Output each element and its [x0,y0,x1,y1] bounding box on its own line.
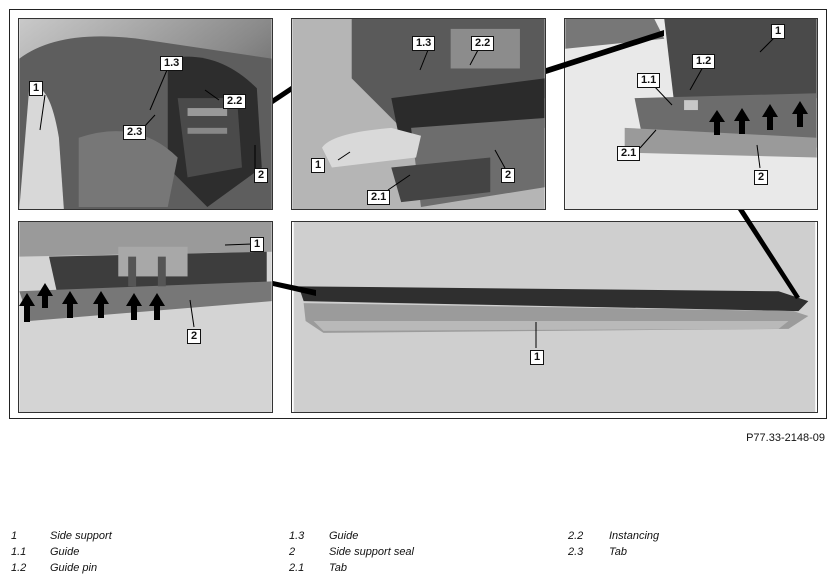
legend-text: Guide [50,546,80,558]
legend-text: Tab [609,546,627,558]
callout-p1-1.3: 1.3 [160,56,184,71]
callout-p3-1.1: 1.1 [637,73,661,88]
callout-p3-1: 1 [771,24,786,39]
photo-panel-1-image [19,19,272,209]
callout-p3-2: 2 [754,170,769,185]
legend-num: 2.1 [289,562,305,574]
figure-reference-code: P77.33-2148-09 [746,432,825,444]
legend-num: 1.3 [289,530,305,542]
callout-p5-1: 1 [530,350,545,365]
photo-panel-1 [18,18,273,210]
photo-panel-3 [564,18,818,210]
photo-panel-3-image [565,19,817,209]
legend-text: Instancing [609,530,660,542]
photo-panel-4 [18,221,273,413]
legend-num: 2 [289,546,296,558]
callout-p3-1.2: 1.2 [692,54,716,69]
callout-p1-2.2: 2.2 [223,94,247,109]
callout-p4-1: 1 [250,237,265,252]
callout-p2-2.1: 2.1 [367,190,391,205]
callout-p2-1.3: 1.3 [412,36,436,51]
legend-num: 1.1 [11,546,27,558]
callout-p1-2.3: 2.3 [123,125,147,140]
legend-num: 2.2 [568,530,584,542]
photo-panel-4-image [19,222,272,412]
legend-num: 1 [11,530,18,542]
callout-p2-2: 2 [501,168,516,183]
legend-text: Guide [329,530,359,542]
callout-p2-1: 1 [311,158,326,173]
legend-text: Tab [329,562,347,574]
legend-num: 2.3 [568,546,584,558]
legend-text: Side support [50,530,112,542]
callout-p1-2: 2 [254,168,269,183]
legend-num: 1.2 [11,562,27,574]
callout-p4-2: 2 [187,329,202,344]
legend-text: Guide pin [50,562,98,574]
photo-panel-5-image [293,222,816,412]
callout-p2-2.2: 2.2 [471,36,495,51]
legend-text: Side support seal [329,546,414,558]
photo-panel-5 [291,221,818,413]
callout-p1-1: 1 [29,81,44,96]
callout-p3-2.1: 2.1 [617,146,641,161]
